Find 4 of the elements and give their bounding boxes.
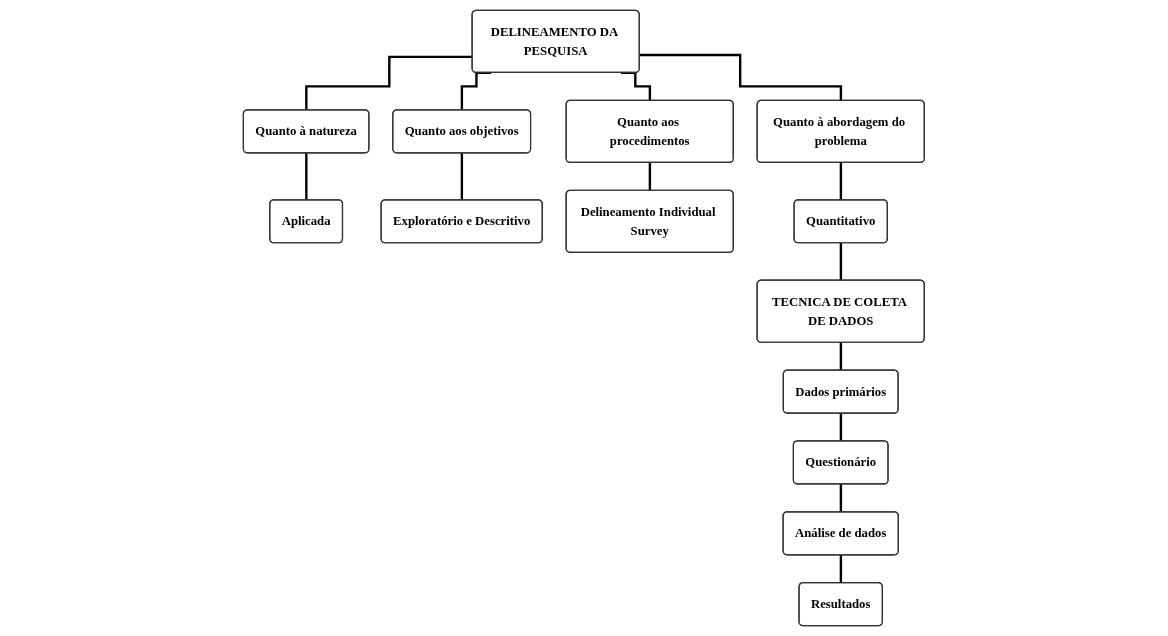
connector — [839, 341, 843, 372]
connector — [639, 53, 843, 102]
connector — [648, 161, 652, 192]
connector — [839, 242, 843, 282]
